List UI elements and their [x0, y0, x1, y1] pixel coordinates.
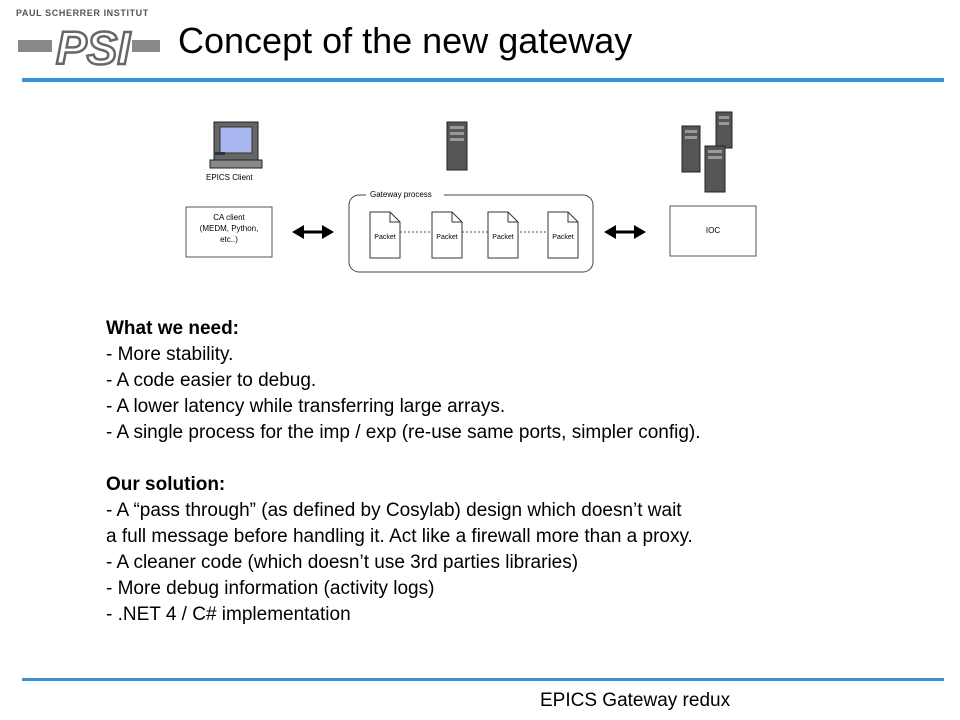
- packet-icon: [369, 211, 401, 259]
- gateway-diagram: EPICS Client CA client (MEDM, Python, et…: [185, 111, 757, 273]
- logo-institute-text: PAUL SCHERRER INSTITUT: [16, 8, 149, 18]
- logo-mark-text: PSI: [56, 22, 131, 72]
- footer-text: EPICS Gateway redux: [540, 690, 731, 711]
- solution-item: - More debug information (activity logs): [106, 578, 435, 599]
- need-item: - A lower latency while transferring lar…: [106, 396, 506, 417]
- ca-client-line-1: CA client: [213, 213, 245, 222]
- packet-icon: [547, 211, 579, 259]
- footer-rule: [22, 678, 944, 681]
- epics-client-label: EPICS Client: [206, 173, 253, 182]
- ioc-label: IOC: [706, 226, 720, 235]
- double-arrow-left-icon: [292, 225, 334, 239]
- packet-label-3: Packet: [492, 234, 513, 241]
- gateway-server-icon: [446, 121, 468, 171]
- section-gap: [106, 446, 926, 472]
- ca-client-line-3: etc..): [220, 235, 238, 244]
- solution-item: - A “pass through” (as defined by Cosyla…: [106, 500, 682, 521]
- packet-label-2: Packet: [436, 234, 457, 241]
- double-arrow-right-icon: [604, 225, 646, 239]
- gateway-process-box: [348, 194, 594, 273]
- ioc-box: [669, 205, 757, 257]
- packet-label-4: Packet: [552, 234, 573, 241]
- solution-heading: Our solution:: [106, 474, 226, 495]
- need-heading: What we need:: [106, 318, 240, 339]
- packet-label-1: Packet: [374, 234, 395, 241]
- packet-icon: [431, 211, 463, 259]
- solution-item: a full message before handling it. Act l…: [106, 526, 693, 547]
- need-item: - A code easier to debug.: [106, 370, 317, 391]
- slide-body: What we need: - More stability. - A code…: [106, 316, 926, 628]
- ca-client-line-2: (MEDM, Python,: [200, 224, 259, 233]
- psi-logo: PAUL SCHERRER INSTITUT PSI: [16, 8, 160, 72]
- packet-icon: [487, 211, 519, 259]
- need-item: - A single process for the imp / exp (re…: [106, 422, 701, 443]
- solution-item: - A cleaner code (which doesn’t use 3rd …: [106, 552, 579, 573]
- computer-icon: [209, 121, 263, 169]
- title-rule: [22, 78, 944, 82]
- need-item: - More stability.: [106, 344, 234, 365]
- logo-bar-right: [132, 40, 160, 52]
- ioc-servers-icon: [681, 111, 733, 193]
- solution-item: - .NET 4 / C# implementation: [106, 604, 351, 625]
- logo-bar-left: [18, 40, 52, 52]
- ca-client-box: [185, 206, 273, 258]
- page-title: Concept of the new gateway: [178, 20, 633, 61]
- gateway-process-label: Gateway process: [370, 190, 432, 199]
